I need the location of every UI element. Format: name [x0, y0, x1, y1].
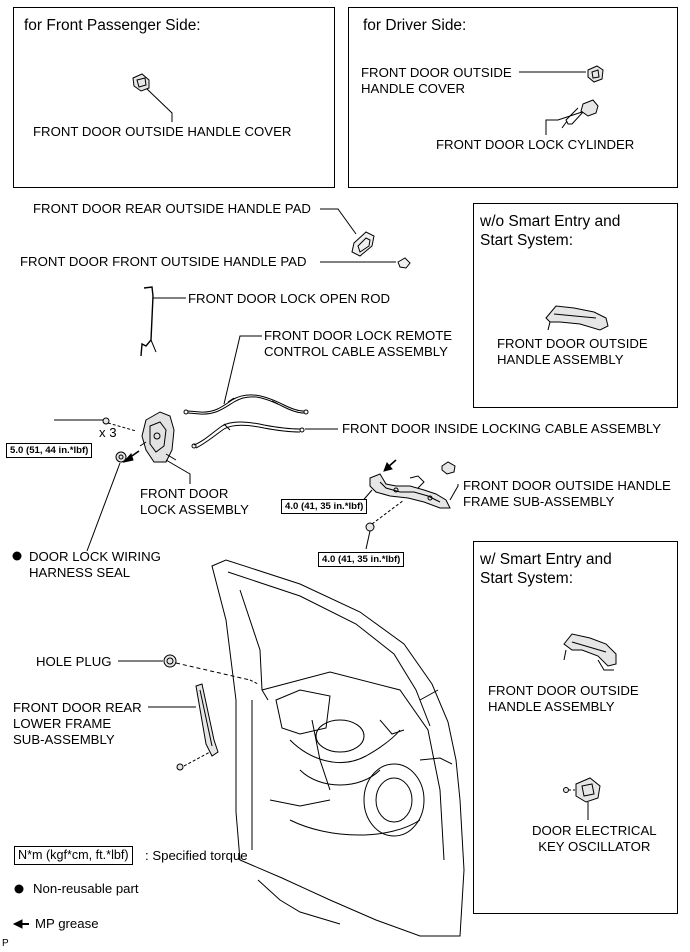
- rear-lower-frame-part: [195, 683, 219, 757]
- qty-label: x 3: [99, 425, 117, 440]
- lock-torque-box: 5.0 (51, 44 in.*lbf): [6, 443, 93, 458]
- legend-nonreusable-text: Non-reusable part: [33, 881, 139, 896]
- driver-cover-label: FRONT DOOR OUTSIDE HANDLE COVER: [361, 65, 512, 96]
- leader-lock-cylinder: [545, 111, 583, 135]
- grease-arrow-icon: [12, 919, 23, 929]
- legend-dot-icon: [14, 884, 24, 894]
- frame-upper-torque-box: 4.0 (41, 35 in.*lbf): [281, 499, 368, 514]
- w-smart-handle-label: FRONT DOOR OUTSIDE HANDLE ASSEMBLY: [488, 683, 639, 714]
- leader-handle-frame: [449, 484, 459, 501]
- remote-cable-label: FRONT DOOR LOCK REMOTE CONTROL CABLE ASS…: [264, 328, 453, 359]
- door-panel-part: [211, 559, 465, 937]
- leader-lock-assembly: [165, 459, 191, 484]
- leader-frame-lower-torque: [365, 530, 371, 550]
- front-handle-pad-part: [397, 257, 411, 269]
- handle-frame-label: FRONT DOOR OUTSIDE HANDLE FRAME SUB-ASSE…: [463, 478, 671, 509]
- wo-smart-entry-panel: [473, 203, 678, 408]
- remote-control-cable-part: [183, 394, 309, 415]
- hole-plug-part: [163, 654, 177, 668]
- rear-pad-label: FRONT DOOR REAR OUTSIDE HANDLE PAD: [33, 201, 311, 216]
- passenger-side-panel: [13, 7, 335, 188]
- wiring-seal-label: DOOR LOCK WIRING HARNESS SEAL: [29, 549, 161, 580]
- wo-smart-handle-label: FRONT DOOR OUTSIDE HANDLE ASSEMBLY: [497, 336, 648, 367]
- nonreusable-dot-icon: [12, 551, 22, 561]
- key-oscillator-label: DOOR ELECTRICAL KEY OSCILLATOR: [532, 823, 657, 854]
- driver-handle-cover-part: [587, 65, 604, 83]
- lock-cylinder-part: [561, 99, 599, 129]
- front-pad-label: FRONT DOOR FRONT OUTSIDE HANDLE PAD: [20, 254, 307, 269]
- w-smart-panel-title: w/ Smart Entry and Start System:: [480, 551, 612, 587]
- legend-torque-box: N*m (kgf*cm, ft.*lbf): [14, 846, 133, 865]
- lock-cylinder-label: FRONT DOOR LOCK CYLINDER: [436, 137, 635, 152]
- frame-lower-torque-box: 4.0 (41, 35 in.*lbf): [318, 552, 405, 567]
- w-smart-handle-part: [563, 633, 617, 671]
- driver-panel-title: for Driver Side:: [363, 17, 467, 34]
- leader-rear-pad: [320, 208, 357, 235]
- leader-wiring-seal: [86, 462, 121, 552]
- legend-grease-text: MP grease: [35, 916, 99, 931]
- wiring-harness-seal-part: [115, 451, 127, 463]
- wo-smart-panel-title: w/o Smart Entry and Start System:: [480, 213, 621, 249]
- hole-plug-label: HOLE PLUG: [36, 654, 112, 669]
- passenger-handle-cover-part: [132, 73, 150, 92]
- inside-locking-cable-label: FRONT DOOR INSIDE LOCKING CABLE ASSEMBLY: [342, 421, 662, 436]
- legend-torque-text: : Specified torque: [145, 848, 248, 863]
- corner-mark: P: [2, 938, 9, 949]
- wo-smart-handle-part: [545, 305, 609, 331]
- leader-passenger-cover: [146, 88, 173, 122]
- door-lock-assembly-part: [139, 411, 177, 463]
- open-rod-label: FRONT DOOR LOCK OPEN ROD: [188, 291, 390, 306]
- key-oscillator-part: [563, 777, 601, 803]
- lock-open-rod-part: [140, 286, 154, 357]
- lock-screw-part: [102, 417, 137, 432]
- lock-assembly-label: FRONT DOOR LOCK ASSEMBLY: [140, 486, 249, 517]
- driver-side-panel: [348, 7, 678, 188]
- passenger-cover-label: FRONT DOOR OUTSIDE HANDLE COVER: [33, 124, 292, 139]
- rear-lower-frame-label: FRONT DOOR REAR LOWER FRAME SUB-ASSEMBLY: [13, 700, 142, 747]
- outside-handle-frame-part: [369, 473, 451, 509]
- passenger-panel-title: for Front Passenger Side:: [24, 17, 201, 34]
- leader-remote-cable: [223, 335, 262, 405]
- frame-screw-part: [365, 522, 375, 532]
- inside-locking-cable-part: [191, 421, 305, 449]
- rear-handle-pad-part: [351, 231, 375, 257]
- w-smart-entry-panel: [473, 541, 678, 914]
